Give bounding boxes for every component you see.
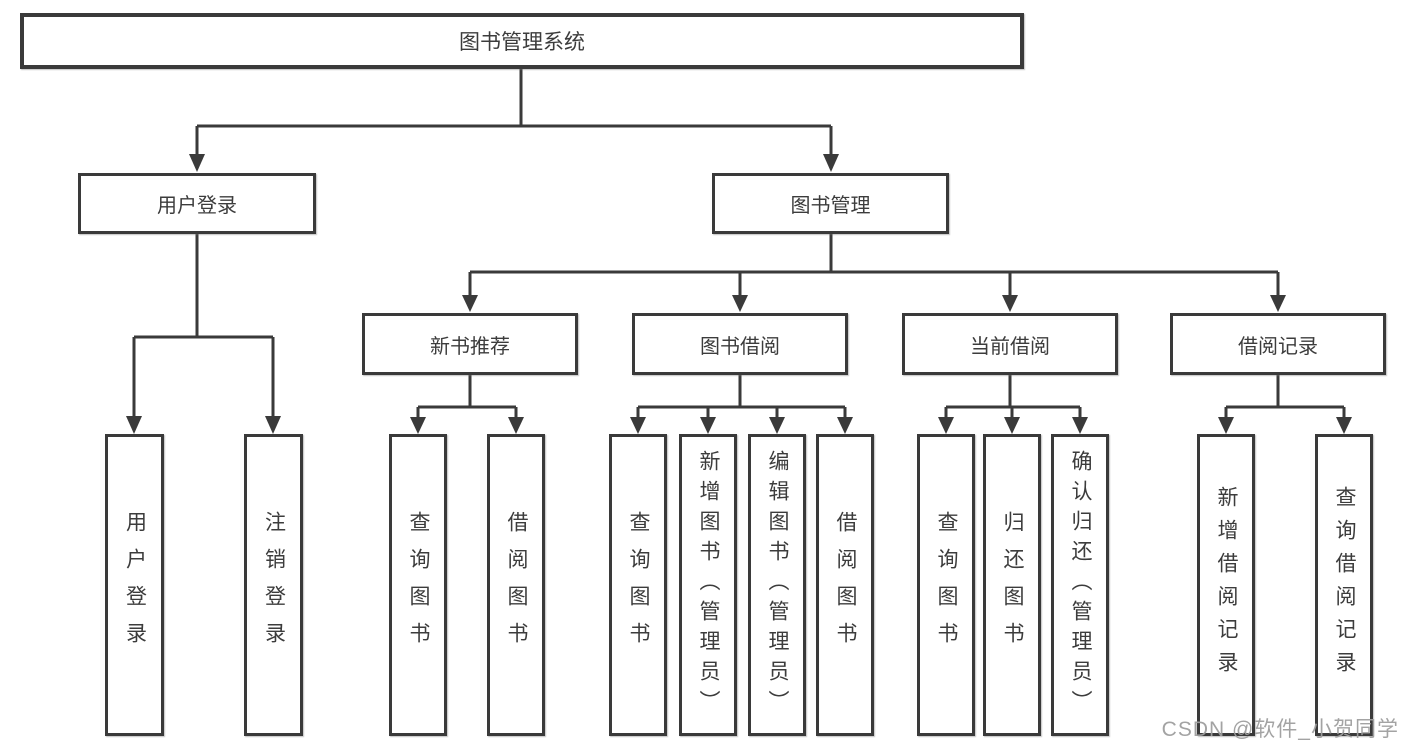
connector-borrowing-records-branch xyxy=(1218,375,1352,434)
connector-user-login-branch xyxy=(126,233,281,434)
leaf-query-books-current: 查询图书 xyxy=(917,434,975,736)
leaf-user-login: 用户登录 xyxy=(105,434,164,736)
leaf-edit-books-admin: 编辑图书（管理员） xyxy=(748,434,806,736)
leaf-user-login-label: 用户登录 xyxy=(123,511,147,659)
node-current-borrowing-label: 当前借阅 xyxy=(970,335,1050,358)
leaf-add-books-admin-label: 新增图书（管理员） xyxy=(697,450,720,720)
connector-book-management-branch xyxy=(462,233,1286,312)
leaf-query-borrow-record: 查询借阅记录 xyxy=(1315,434,1373,736)
leaf-return-books: 归还图书 xyxy=(983,434,1041,736)
leaf-logout-label: 注销登录 xyxy=(262,511,286,659)
connector-root-to-level2 xyxy=(189,69,839,172)
connector-new-book-branch xyxy=(410,375,524,434)
node-borrowing-records: 借阅记录 xyxy=(1170,313,1386,375)
leaf-query-books-current-label: 查询图书 xyxy=(935,511,958,659)
leaf-borrow-books: 借阅图书 xyxy=(816,434,874,736)
node-current-borrowing: 当前借阅 xyxy=(902,313,1118,375)
connector-book-borrowing-branch xyxy=(630,375,853,434)
leaf-edit-books-admin-label: 编辑图书（管理员） xyxy=(766,450,789,720)
leaf-add-borrow-record: 新增借阅记录 xyxy=(1197,434,1255,736)
node-book-management: 图书管理 xyxy=(712,173,949,234)
leaf-confirm-return-admin-label: 确认归还（管理员） xyxy=(1069,450,1092,720)
node-borrowing-records-label: 借阅记录 xyxy=(1238,335,1318,358)
connector-current-borrowing-branch xyxy=(938,375,1088,434)
node-user-login-label: 用户登录 xyxy=(157,195,237,217)
leaf-confirm-return-admin: 确认归还（管理员） xyxy=(1051,434,1109,736)
leaf-return-books-label: 归还图书 xyxy=(1001,511,1024,659)
leaf-query-books-recommend: 查询图书 xyxy=(389,434,447,736)
node-book-management-label: 图书管理 xyxy=(790,195,871,217)
node-root-label: 图书管理系统 xyxy=(459,31,585,54)
node-root: 图书管理系统 xyxy=(20,13,1024,69)
node-new-book-recommendation-label: 新书推荐 xyxy=(430,335,510,358)
node-new-book-recommendation: 新书推荐 xyxy=(362,313,578,375)
leaf-borrow-books-recommend-label: 借阅图书 xyxy=(505,511,528,659)
node-book-borrowing: 图书借阅 xyxy=(632,313,848,375)
leaf-borrow-books-recommend: 借阅图书 xyxy=(487,434,545,736)
leaf-add-books-admin: 新增图书（管理员） xyxy=(679,434,737,736)
leaf-query-books-recommend-label: 查询图书 xyxy=(407,511,430,659)
leaf-query-books-borrowing: 查询图书 xyxy=(609,434,667,736)
leaf-borrow-books-label: 借阅图书 xyxy=(834,511,857,659)
node-book-borrowing-label: 图书借阅 xyxy=(700,335,780,358)
leaf-add-borrow-record-label: 新增借阅记录 xyxy=(1215,486,1238,684)
leaf-query-books-borrowing-label: 查询图书 xyxy=(627,511,650,659)
leaf-query-borrow-record-label: 查询借阅记录 xyxy=(1333,486,1356,684)
node-user-login: 用户登录 xyxy=(78,173,316,234)
leaf-logout: 注销登录 xyxy=(244,434,303,736)
